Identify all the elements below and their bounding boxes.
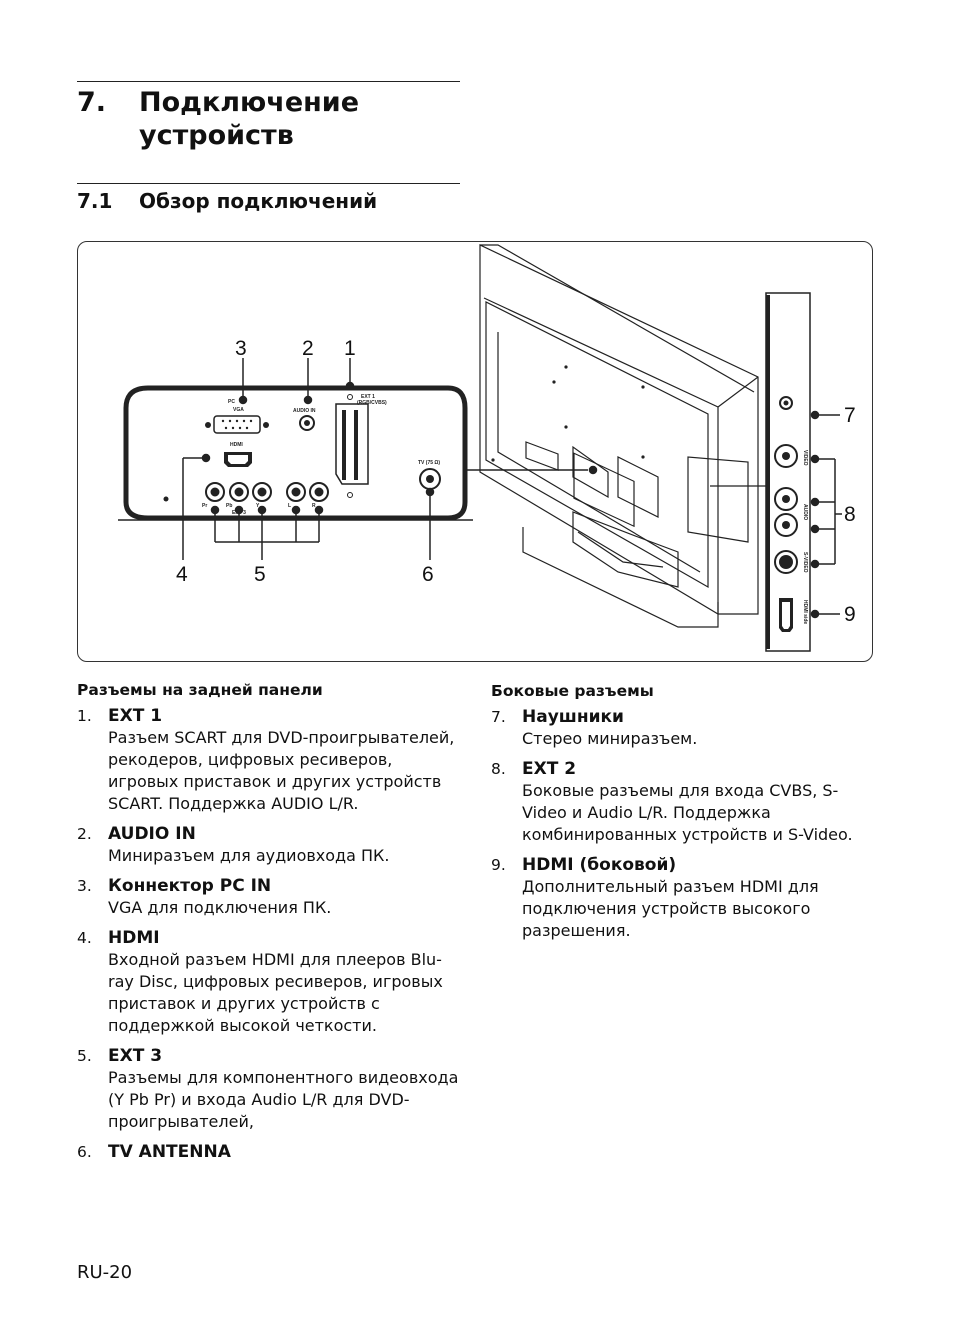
list-item: 4. HDMI Входной разъем HDMI для плееров … bbox=[77, 927, 467, 1037]
item-title: TV ANTENNA bbox=[108, 1142, 231, 1162]
item-number: 9. bbox=[491, 856, 506, 874]
hdmi-label: HDMI bbox=[230, 442, 243, 448]
item-title: EXT 1 bbox=[108, 706, 163, 726]
audio-in-port: AUDIO IN bbox=[293, 408, 316, 431]
item-desc: Стерео миниразъем. bbox=[522, 729, 698, 748]
callout-9: 9 bbox=[844, 603, 856, 626]
callout-2: 2 bbox=[302, 337, 314, 360]
item-title: AUDIO IN bbox=[108, 824, 196, 844]
callout-8: 8 bbox=[844, 503, 856, 526]
side-connectors-column: Боковые разъемы 7. Наушники Стерео минир… bbox=[491, 680, 871, 950]
vga-label: VGA bbox=[233, 407, 244, 413]
rear-connectors-column: Разъемы на задней панели 1. EXT 1 Разъем… bbox=[77, 679, 467, 1171]
side-svideo-label: S-VIDEO bbox=[802, 552, 808, 573]
rear-callout-leaders bbox=[182, 358, 598, 560]
item-number: 1. bbox=[77, 707, 92, 725]
hdmi-port: HDMI bbox=[224, 442, 252, 467]
list-item: 1. EXT 1 Разъем SCART для DVD-проигрыват… bbox=[77, 705, 467, 815]
connections-diagram: VGA PC AUDIO IN EXT 1 (RGB/CVBS) HDMI Pr… bbox=[118, 244, 856, 652]
callout-7: 7 bbox=[844, 404, 856, 427]
callout-1: 1 bbox=[344, 337, 356, 360]
connections-figure: VGA PC AUDIO IN EXT 1 (RGB/CVBS) HDMI Pr… bbox=[77, 241, 873, 662]
item-title: Наушники bbox=[522, 707, 624, 727]
vga-port: VGA PC bbox=[205, 399, 269, 434]
item-desc: Разъем SCART для DVD-проигрывателей, рек… bbox=[108, 728, 455, 813]
side-video-label: VIDEO bbox=[802, 450, 808, 466]
item-desc: Миниразъем для аудиовхода ПК. bbox=[108, 846, 390, 865]
callout-3: 3 bbox=[235, 337, 247, 360]
ext1-sub-label: (RGB/CVBS) bbox=[357, 400, 387, 406]
l-label: L bbox=[288, 503, 291, 509]
audio-in-label: AUDIO IN bbox=[293, 408, 316, 414]
item-title: HDMI (боковой) bbox=[522, 855, 677, 875]
r-label: R bbox=[312, 503, 316, 509]
rear-connectors-title: Разъемы на задней панели bbox=[77, 681, 323, 699]
item-title: HDMI bbox=[108, 928, 160, 948]
pr-label: Pr bbox=[202, 503, 207, 509]
list-item: 2. AUDIO IN Миниразъем для аудиовхода ПК… bbox=[77, 823, 467, 867]
item-desc: Входной разъем HDMI для плееров Blu-ray … bbox=[108, 950, 443, 1035]
list-item: 5. EXT 3 Разъемы для компонентного видео… bbox=[77, 1045, 467, 1133]
item-number: 4. bbox=[77, 929, 92, 947]
tv-label: TV (75 Ω) bbox=[418, 460, 440, 466]
side-panel: VIDEO AUDIO S-VIDEO HDMI side bbox=[710, 292, 811, 652]
item-title: Коннектор PC IN bbox=[108, 876, 272, 896]
ext3-rca-ports bbox=[205, 482, 329, 502]
side-audio-label: AUDIO bbox=[802, 504, 808, 520]
chapter-top-rule bbox=[77, 81, 460, 82]
item-desc: Дополнительный разъем HDMI для подключен… bbox=[522, 877, 819, 940]
tv-rear-illustration bbox=[479, 244, 759, 628]
item-desc: Разъемы для компонентного видеовхода (Y … bbox=[108, 1068, 459, 1131]
section-title: Обзор подключений bbox=[139, 189, 378, 213]
scart-port: EXT 1 (RGB/CVBS) bbox=[335, 394, 387, 498]
item-number: 2. bbox=[77, 825, 92, 843]
callout-numbers: 1 2 3 4 5 6 7 8 9 bbox=[176, 337, 856, 626]
side-callout-leaders bbox=[810, 410, 842, 619]
ext1-label: EXT 1 bbox=[361, 394, 375, 400]
list-item: 6. TV ANTENNA bbox=[77, 1141, 467, 1163]
chapter-title: Подключение устройств bbox=[139, 87, 360, 151]
tv-antenna-port: TV (75 Ω) bbox=[418, 460, 441, 490]
list-item: 7. Наушники Стерео миниразъем. bbox=[491, 706, 871, 750]
list-item: 3. Коннектор PC IN VGA для подключения П… bbox=[77, 875, 467, 919]
item-desc: VGA для подключения ПК. bbox=[108, 898, 332, 917]
section-top-rule bbox=[77, 183, 460, 184]
y-label: Y bbox=[256, 503, 260, 509]
item-number: 6. bbox=[77, 1143, 92, 1161]
chapter-number: 7. bbox=[77, 87, 107, 118]
callout-6: 6 bbox=[422, 563, 434, 586]
item-number: 7. bbox=[491, 708, 506, 726]
item-desc: Боковые разъемы для входа CVBS, S-Video … bbox=[522, 781, 853, 844]
panel-screw bbox=[163, 496, 169, 502]
item-title: EXT 3 bbox=[108, 1046, 163, 1066]
side-connectors-title: Боковые разъемы bbox=[491, 682, 654, 700]
item-number: 3. bbox=[77, 877, 92, 895]
section-number: 7.1 bbox=[77, 189, 113, 213]
page-number: RU-20 bbox=[77, 1262, 133, 1283]
callout-4: 4 bbox=[176, 563, 188, 586]
item-title: EXT 2 bbox=[522, 759, 577, 779]
tv-screw-holes bbox=[491, 365, 645, 462]
item-number: 8. bbox=[491, 760, 506, 778]
callout-5: 5 bbox=[254, 563, 266, 586]
list-item: 8. EXT 2 Боковые разъемы для входа CVBS,… bbox=[491, 758, 871, 846]
pc-label: PC bbox=[228, 399, 235, 405]
pb-label: Pb bbox=[226, 503, 232, 509]
list-item: 9. HDMI (боковой) Дополнительный разъем … bbox=[491, 854, 871, 942]
side-hdmi-label: HDMI side bbox=[802, 600, 808, 624]
item-number: 5. bbox=[77, 1047, 92, 1065]
